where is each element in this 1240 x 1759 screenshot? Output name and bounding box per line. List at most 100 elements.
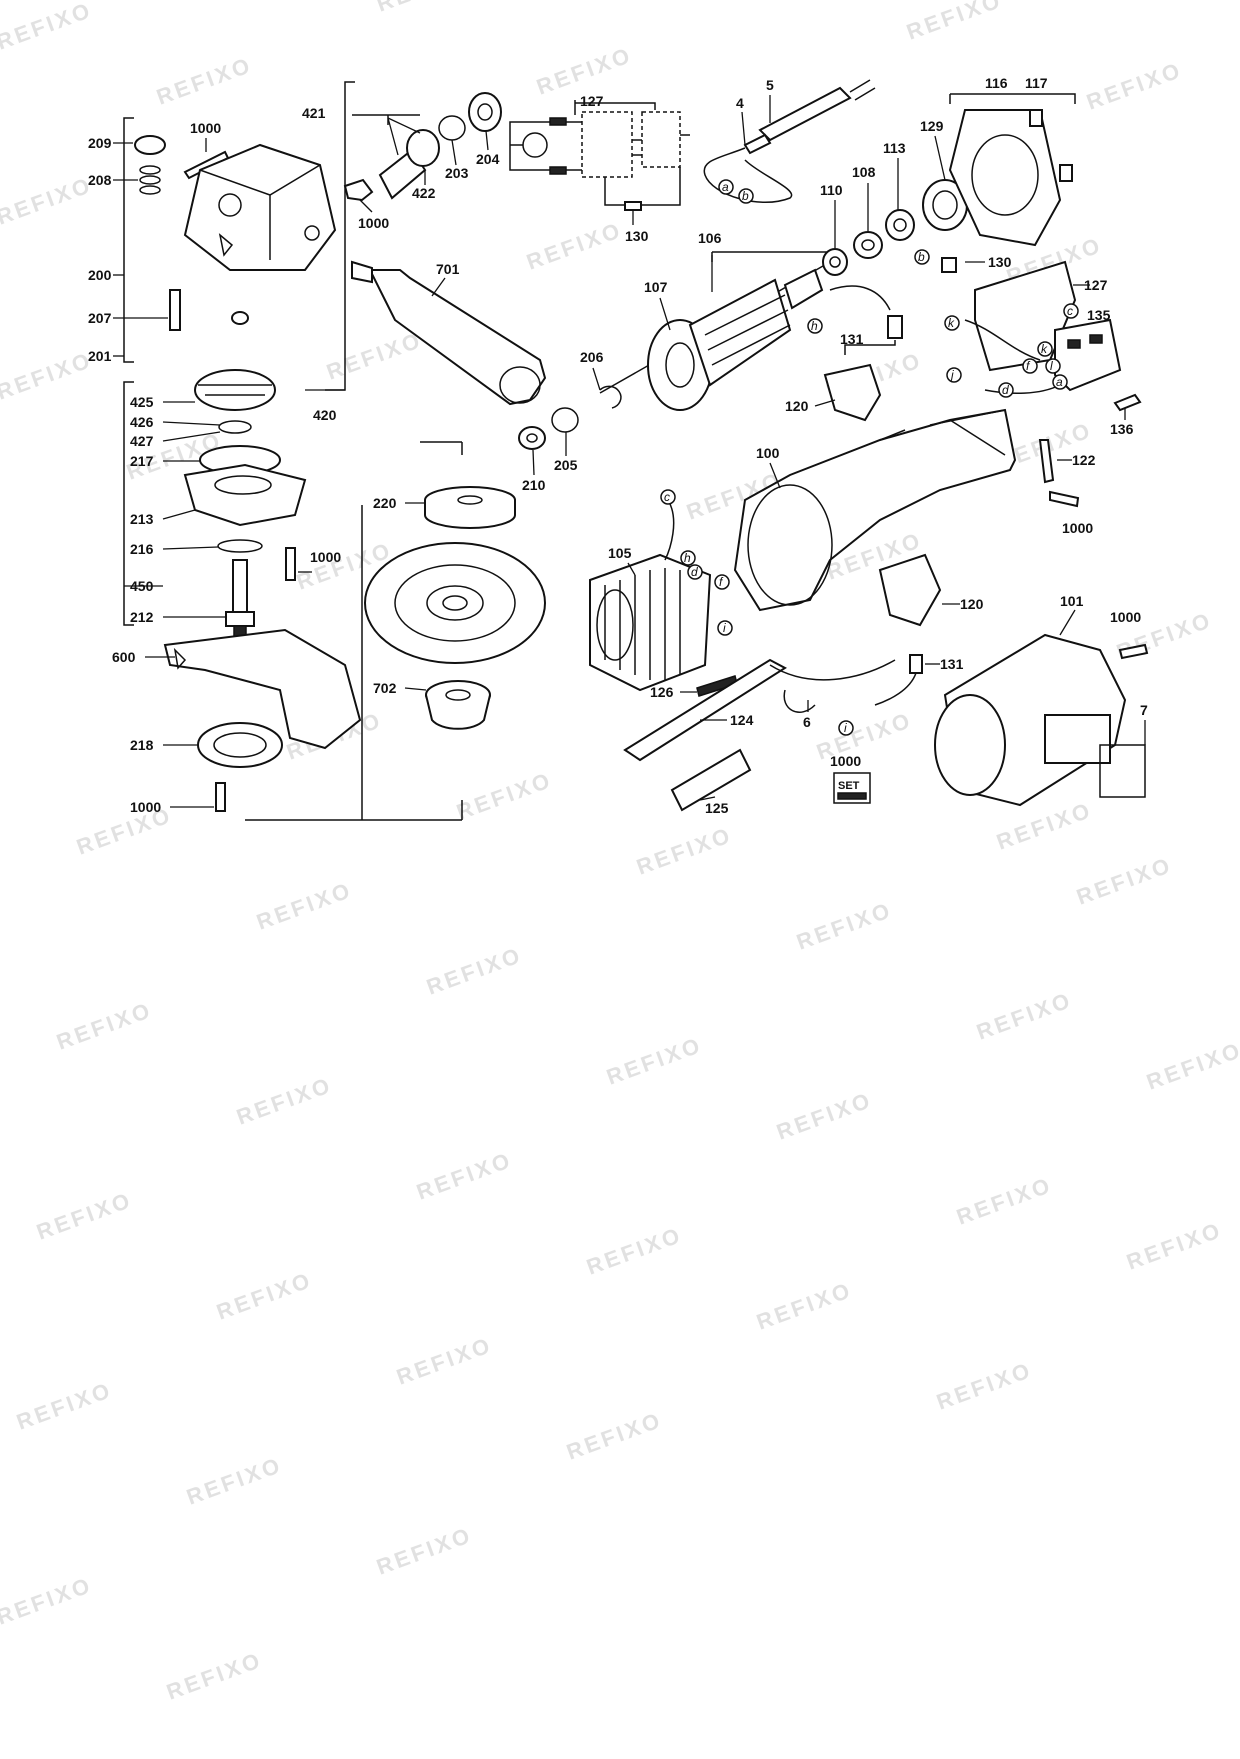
label-130: 130 [988, 254, 1012, 270]
leader [659, 297, 671, 331]
schematic-130 [624, 201, 642, 211]
commutator [783, 268, 824, 310]
label-1000-right: 1000 [1062, 520, 1093, 536]
flange-220-bore [457, 495, 483, 505]
ring-205 [551, 407, 579, 433]
leader [741, 111, 746, 146]
switch-slider-125 [670, 748, 752, 812]
label-131-top: 131 [840, 331, 864, 347]
connector-letter-b2: b [918, 250, 925, 264]
connector-marker-c [1063, 303, 1079, 319]
connector-marker-h2 [680, 550, 696, 566]
label-110: 110 [820, 182, 843, 198]
stator-bore [596, 589, 634, 661]
bracket-127-schematic [574, 100, 656, 115]
watermark: REFIXO [0, 1572, 96, 1630]
brush-lead-lower [874, 672, 917, 706]
label-209: 209 [88, 135, 112, 151]
connector-marker-b [738, 188, 754, 204]
watermark: REFIXO [523, 217, 625, 275]
connector-letter-a2: a [1056, 375, 1063, 389]
switch-terminal [1089, 334, 1103, 344]
label-220: 220 [373, 495, 397, 511]
nut-1000-small [343, 178, 374, 202]
clamp-nut-702-side [425, 694, 491, 730]
leader [162, 421, 221, 426]
watermark: REFIXO [953, 1172, 1055, 1230]
bracket-disc-group [245, 441, 463, 821]
label-113: 113 [883, 140, 906, 156]
label-204: 204 [476, 151, 500, 167]
watermark: REFIXO [373, 1522, 475, 1580]
bevel-gear-425 [194, 369, 276, 411]
leader [627, 562, 636, 576]
label-425: 425 [130, 394, 154, 410]
schematic-switch-box [641, 111, 681, 168]
cable-end [849, 79, 876, 101]
spring-122 [1038, 439, 1055, 484]
watermark: REFIXO [413, 1147, 515, 1205]
disc-bore [442, 595, 468, 611]
watermark: REFIXO [323, 327, 425, 385]
armature-laminations [704, 294, 791, 366]
nameplate-7 [1044, 714, 1111, 764]
screw-1000-right [1049, 490, 1080, 508]
bracket-200-group [123, 117, 134, 363]
handle-end [499, 366, 541, 404]
label-129: 129 [920, 118, 944, 134]
carbon-brush-131 [887, 315, 903, 339]
spring-208b [139, 175, 161, 185]
connector-letter-f2: f [719, 575, 724, 589]
connector-letter-i2: i [844, 721, 847, 735]
watermark: REFIXO [813, 707, 915, 765]
connector-marker-l [1045, 358, 1061, 374]
label-107: 107 [644, 279, 668, 295]
watermark: REFIXO [423, 942, 525, 1000]
label-130-schematic: 130 [625, 228, 649, 244]
watermark: REFIXO [0, 172, 96, 230]
watermark: REFIXO [153, 52, 255, 110]
handle-thread-hole [304, 225, 320, 241]
strain-relief-4 [743, 133, 772, 155]
connector-letter-j: j [949, 368, 954, 382]
bracket-106 [711, 251, 834, 265]
label-106: 106 [698, 230, 722, 246]
stator-lead [664, 499, 675, 561]
watermark: REFIXO [973, 987, 1075, 1045]
label-207: 207 [88, 310, 112, 326]
leader [359, 199, 373, 213]
watermark: REFIXO [533, 42, 635, 100]
bracket-421 [352, 114, 420, 125]
brush-holder-120 [823, 363, 882, 422]
leader [769, 462, 781, 489]
leader [162, 509, 196, 520]
flange-bore [214, 475, 272, 495]
arrow-mark [218, 233, 234, 257]
nut-201 [231, 311, 249, 325]
connector-letter-h2: h [684, 551, 691, 565]
set-badge-bar [837, 792, 867, 800]
watermark: REFIXO [773, 1087, 875, 1145]
bearing-422 [406, 129, 440, 167]
watermark: REFIXO [53, 997, 155, 1055]
lever-124 [623, 658, 787, 762]
connector-letter-k2: k [1041, 342, 1048, 356]
washer-426 [218, 420, 252, 434]
schematic-field-coil [549, 166, 567, 175]
schematic-127-box [581, 111, 633, 178]
switch-wires [964, 319, 1061, 395]
leader [404, 687, 427, 691]
clamp-nut-bore [445, 689, 471, 701]
connector-marker-b2 [914, 249, 930, 265]
housing-rib-lines [879, 409, 1006, 456]
cable-sleeve-5 [758, 86, 852, 142]
connector-letter-i: i [723, 621, 726, 635]
insulation-6 [769, 659, 896, 713]
watermark: REFIXO [563, 1407, 665, 1465]
bearing-113 [885, 209, 915, 241]
watermark: REFIXO [903, 0, 1005, 45]
connector-letter-a: a [722, 180, 729, 194]
screw-1000-flange [285, 547, 296, 581]
label-135: 135 [1087, 307, 1111, 323]
